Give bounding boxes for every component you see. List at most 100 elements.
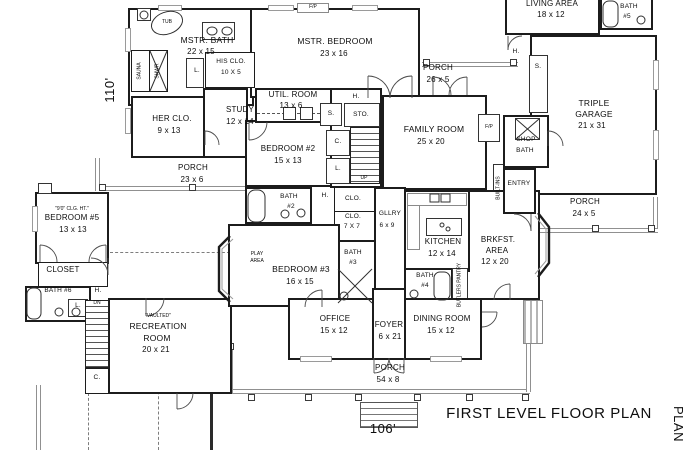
label-office: OFFICE [319,314,351,323]
porch-left-rail [95,186,252,191]
label-office-size: 15 x 12 [320,326,348,335]
room-family [382,95,487,190]
drive-edge [36,385,41,450]
label-s-2: S. [534,63,542,70]
label-porch-left: PORCH [178,163,208,172]
room-foyer [372,288,406,360]
label-brkfst-size: 12 x 20 [481,257,509,266]
label-mstr-bath-size: 22 x 15 [187,47,215,56]
drive-wall [210,393,213,450]
window [300,356,332,362]
label-shwr: SHWR [154,63,161,79]
toilet-nook [137,8,151,21]
label-rec-1: RECREATION [129,321,187,331]
label-porch-bottom: PORCH [375,363,405,372]
porch-post [592,225,599,232]
room-his-closet [205,52,255,88]
label-entry: ENTRY [507,180,531,187]
window [125,108,131,134]
front-steps [360,402,418,428]
dryer [300,107,313,120]
label-bath4: BATH [416,272,434,279]
plan-title: FIRST LEVEL FLOOR PLAN [446,405,652,422]
label-linen-2: L. [335,165,341,172]
label-his-clo-size: 10 X 5 [221,69,241,76]
label-clo-b: CLO. [345,213,361,220]
window [430,356,462,362]
porch-bottom-rail [228,389,530,394]
label-shop-1: SHOP [516,136,536,143]
label-her-clo: HER CLO. [152,114,192,123]
room-closet-b [334,211,376,242]
window [653,130,659,160]
label-butlers-pantry: BUTLERS PANTRY [456,262,463,308]
label-porch-left-size: 23 x 6 [180,175,204,184]
porch-left-side-rail [95,158,100,191]
porch-post [414,394,421,401]
fireplace-right [478,114,500,142]
label-porch-right: PORCH [570,197,600,206]
label-s-closet: S. [327,110,335,117]
dim-width: 106' [369,421,397,436]
label-dining-size: 15 x 12 [427,326,455,335]
label-porch-top: PORCH [423,63,453,72]
label-bedroom5: BEDROOM #5 [44,213,100,222]
linen-closet [326,158,350,184]
label-foyer-size: 6 x 21 [378,332,402,341]
label-brkfst-2: AREA [485,246,509,255]
porch-post [305,394,312,401]
label-study-size: 12 x 14 [226,117,254,126]
label-gllry-size: 6 x 9 [379,222,395,229]
porch-post [248,394,255,401]
gallery-hall [374,187,406,291]
stairs-down [85,300,109,368]
label-hall-3: H. [321,192,329,199]
side-steps [523,300,543,344]
label-garage-1: TRIPLE [578,98,610,108]
bedroom5-nook [38,183,52,194]
porch-post [99,184,106,191]
label-living: LIVING AREA [526,0,578,8]
label-brkfst-1: BRKFST. [480,235,516,244]
label-bedroom5-note: "9'0" CLG. HT." [55,206,89,212]
porch-top-rail [422,62,518,67]
label-bath4-num: #4 [421,282,429,289]
label-living-size: 18 x 12 [537,10,565,19]
label-mstr-bedroom-size: 23 x 16 [320,49,348,58]
porch-post [423,59,430,66]
linen-closet [186,58,204,88]
label-hall-1: H. [352,93,360,100]
label-kitchen-size: 12 x 14 [428,249,456,258]
label-gllry: GLLRY [378,210,402,217]
label-bedroom2-size: 15 x 13 [274,156,302,165]
label-study: STUDY [225,105,255,114]
label-mstr-bedroom: MSTR. BEDROOM [297,36,373,46]
label-up: UP [360,175,368,181]
label-bath3: BATH [344,249,362,256]
room-her-closet [131,96,206,158]
label-linen-3: L. [75,302,81,309]
label-fireplace-right: F/P [485,124,493,130]
label-foyer: FOYER [374,320,404,329]
window [158,5,182,11]
label-sauna: SAUNA [136,62,143,80]
label-hall-2: H. [512,48,520,55]
label-rec-note: "VAULTED" [145,313,171,319]
drive-dashed-line [88,393,89,450]
porch-right-rail [653,197,658,233]
label-closet-c2: C. [93,374,101,381]
label-family-size: 25 x 20 [417,137,445,146]
window [352,5,378,11]
porch-post [189,184,196,191]
label-garage-size: 21 x 31 [578,121,606,130]
label-porch-right-size: 24 x 5 [572,209,596,218]
label-her-clo-size: 9 x 13 [157,126,181,135]
label-tub: TUB [162,19,172,25]
label-fireplace-top: F/P [309,4,317,10]
porch-post [510,59,517,66]
label-bedroom3: BEDROOM #3 [272,264,330,274]
overhang-dashed-line [110,252,230,253]
window [653,60,659,90]
dim-depth: 110' [101,77,117,103]
label-family: FAMILY ROOM [403,124,465,134]
